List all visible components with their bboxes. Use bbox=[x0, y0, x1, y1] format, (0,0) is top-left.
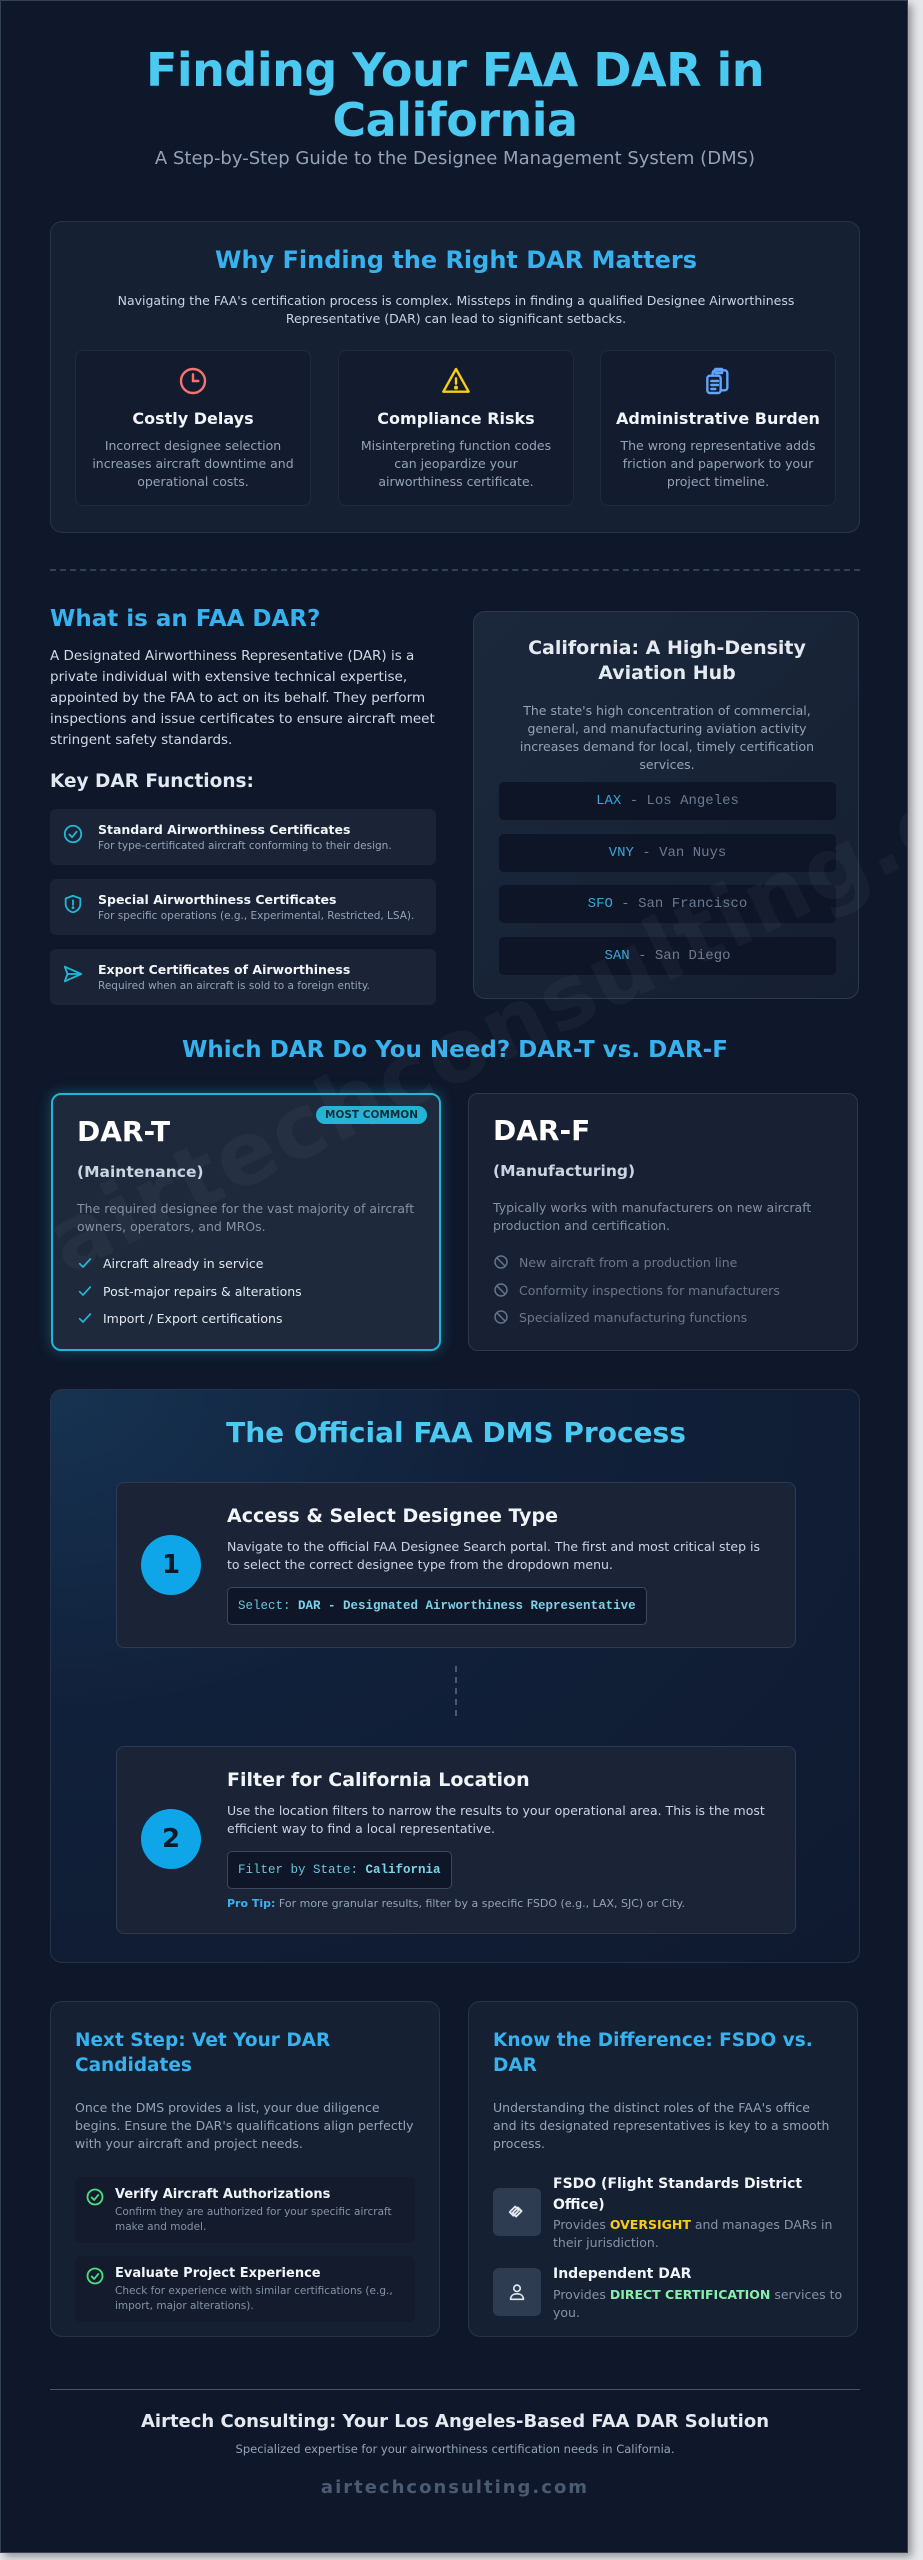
footer-website-link[interactable]: airtechconsulting.com bbox=[320, 2477, 590, 2498]
fsdo-vs-dar-card: Know the Difference: FSDO vs. DAR Unders… bbox=[468, 2001, 858, 2337]
step-card-2: 2 Filter for California Location Use the… bbox=[116, 1746, 796, 1934]
airport-item: LAX - Los Angeles bbox=[499, 782, 836, 820]
list-item: Import / Export certifications bbox=[77, 1310, 282, 1326]
function-item: Export Certificates of Airworthiness Req… bbox=[50, 949, 436, 1005]
prohibited-icon bbox=[494, 1255, 508, 1269]
what-body: A Designated Airworthiness Representativ… bbox=[50, 648, 435, 748]
airport-item: SAN - San Diego bbox=[499, 937, 836, 975]
checkmark-icon bbox=[78, 1286, 92, 1296]
page-title: Finding Your FAA DAR in California bbox=[145, 43, 765, 147]
user-icon bbox=[493, 2268, 541, 2316]
clipboard-icon bbox=[601, 365, 835, 397]
page-subtitle: A Step-by-Step Guide to the Designee Man… bbox=[154, 148, 756, 169]
what-title: What is an FAA DAR? bbox=[50, 606, 321, 632]
step-number-badge: 1 bbox=[141, 1535, 201, 1595]
why-card-administrative-burden: Administrative Burden The wrong represen… bbox=[600, 350, 836, 506]
dar-t-card: MOST COMMON DAR-T (Maintenance) The requ… bbox=[51, 1093, 441, 1351]
function-item: Special Airworthiness Certificates For s… bbox=[50, 879, 436, 935]
prohibited-icon bbox=[494, 1310, 508, 1324]
why-card-compliance-risks: Compliance Risks Misinterpreting functio… bbox=[338, 350, 574, 506]
list-item: New aircraft from a production line bbox=[493, 1254, 737, 1270]
california-hub-card: California: A High-Density Aviation Hub … bbox=[473, 611, 859, 999]
state-filter-field[interactable]: Filter by State: California bbox=[227, 1851, 452, 1889]
step-card-1: 1 Access & Select Designee Type Navigate… bbox=[116, 1482, 796, 1648]
difference-title: Know the Difference: FSDO vs. DAR bbox=[493, 2030, 813, 2076]
role-fsdo: FSDO (Flight Standards District Office) … bbox=[493, 2174, 843, 2262]
check-circle-icon bbox=[85, 2266, 105, 2290]
most-common-badge: MOST COMMON bbox=[316, 1106, 427, 1124]
checkmark-icon bbox=[78, 1258, 92, 1268]
check-circle-icon bbox=[62, 823, 84, 849]
pro-tip: Pro Tip: For more granular results, filt… bbox=[227, 1897, 685, 1910]
dms-process-section: The Official FAA DMS Process 1 Access & … bbox=[50, 1389, 860, 1963]
list-item: Post-major repairs & alterations bbox=[77, 1283, 302, 1299]
step-number-badge: 2 bbox=[141, 1809, 201, 1869]
shield-alert-icon bbox=[62, 893, 84, 919]
list-item: Aircraft already in service bbox=[77, 1255, 263, 1271]
step-connector bbox=[455, 1666, 457, 1716]
checkmark-icon bbox=[78, 1313, 92, 1323]
vet-candidates-card: Next Step: Vet Your DAR Candidates Once … bbox=[50, 2001, 440, 2337]
vet-description: Once the DMS provides a list, your due d… bbox=[75, 2100, 414, 2151]
section-divider bbox=[50, 569, 860, 571]
california-title: California: A High-Density Aviation Hub bbox=[528, 637, 806, 684]
dar-f-card: DAR-F (Manufacturing) Typically works wi… bbox=[468, 1093, 858, 1351]
why-section: Why Finding the Right DAR Matters Naviga… bbox=[50, 221, 860, 533]
vet-title: Next Step: Vet Your DAR Candidates bbox=[75, 2030, 331, 2076]
designee-type-select[interactable]: Select: DAR - Designated Airworthiness R… bbox=[227, 1587, 647, 1625]
footer-subtitle: Specialized expertise for your airworthi… bbox=[235, 2442, 675, 2456]
footer-divider bbox=[50, 2389, 860, 2390]
prohibited-icon bbox=[494, 1283, 508, 1297]
why-title: Why Finding the Right DAR Matters bbox=[214, 246, 698, 274]
handshake-icon bbox=[493, 2188, 541, 2236]
vet-item: Verify Aircraft Authorizations Confirm t… bbox=[75, 2177, 415, 2243]
function-item: Standard Airworthiness Certificates For … bbox=[50, 809, 436, 865]
clock-icon bbox=[76, 365, 310, 397]
why-description: Navigating the FAA's certification proce… bbox=[117, 293, 795, 326]
list-item: Specialized manufacturing functions bbox=[493, 1309, 747, 1325]
why-card-costly-delays: Costly Delays Incorrect designee selecti… bbox=[75, 350, 311, 506]
which-dar-title: Which DAR Do You Need? DAR-T vs. DAR-F bbox=[182, 1037, 728, 1063]
key-functions-title: Key DAR Functions: bbox=[50, 771, 254, 792]
california-description: The state's high concentration of commer… bbox=[519, 703, 815, 772]
role-independent-dar: Independent DAR Provides DIRECT CERTIFIC… bbox=[493, 2264, 843, 2324]
check-circle-icon bbox=[85, 2187, 105, 2211]
dms-title: The Official FAA DMS Process bbox=[226, 1416, 686, 1449]
send-icon bbox=[62, 963, 84, 989]
warning-triangle-icon bbox=[339, 365, 573, 397]
airport-item: SFO - San Francisco bbox=[499, 885, 836, 923]
airport-item: VNY - Van Nuys bbox=[499, 834, 836, 872]
difference-description: Understanding the distinct roles of the … bbox=[493, 2100, 830, 2151]
vet-item: Evaluate Project Experience Check for ex… bbox=[75, 2256, 415, 2322]
list-item: Conformity inspections for manufacturers bbox=[493, 1282, 780, 1298]
footer-title: Airtech Consulting: Your Los Angeles-Bas… bbox=[140, 2411, 770, 2432]
